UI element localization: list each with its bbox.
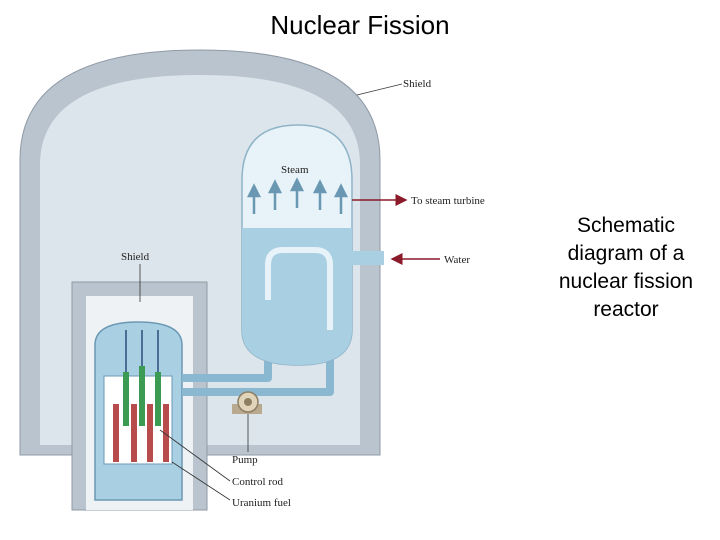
steam-generator — [241, 124, 353, 366]
caption-line-3: nuclear fission — [558, 270, 694, 293]
label-pump: Pump — [232, 454, 258, 466]
steam-arrows — [246, 177, 349, 214]
water-inlet-pipe — [352, 251, 384, 265]
fuel-rods — [113, 404, 169, 462]
control-rods — [123, 330, 161, 426]
pump-icon — [232, 391, 262, 414]
slide-title: Nuclear Fission — [270, 10, 450, 40]
label-steam: Steam — [281, 164, 309, 176]
caption-line-2: diagram of a — [567, 242, 685, 265]
label-water: Water — [444, 254, 470, 266]
label-shield-inner: Shield — [121, 251, 150, 263]
diagram-caption: Schematic diagram of a nuclear fission r… — [538, 212, 714, 324]
label-to-steam-turbine: To steam turbine — [411, 195, 485, 207]
caption-line-1: Schematic — [576, 214, 676, 237]
label-uranium-fuel: Uranium fuel — [232, 497, 291, 509]
leader-lines — [139, 83, 403, 501]
label-control-rod: Control rod — [232, 476, 284, 488]
label-shield-outer: Shield — [403, 78, 432, 90]
caption-line-4: reactor — [593, 298, 659, 321]
